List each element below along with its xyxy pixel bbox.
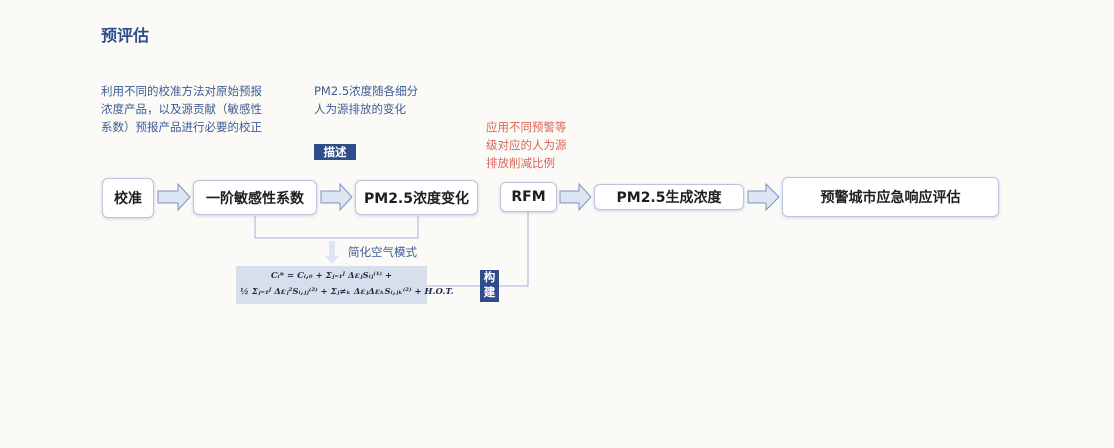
arrow-right-icon bbox=[747, 182, 780, 212]
note-line: 浓度产品，以及源贡献（敏感性 bbox=[101, 102, 262, 116]
note-line: 人为源排放的变化 bbox=[314, 102, 406, 116]
bracket-connector bbox=[254, 216, 419, 239]
note-line: PM2.5浓度随各细分 bbox=[314, 84, 419, 98]
rfm-step: RFM bbox=[500, 182, 557, 212]
formula-line: ½ Σⱼ₌₁ᴶ Δεⱼ²Sᵢ,ⱼⱼ⁽²⁾ + Σⱼ≠ₖ ΔεⱼΔεₖSᵢ,ⱼₖ⁽… bbox=[240, 287, 454, 297]
note-line: 系数）预报产品进行必要的校正 bbox=[101, 120, 262, 134]
pm-generated-step: PM2.5生成浓度 bbox=[594, 184, 744, 210]
pm-change-step: PM2.5浓度变化 bbox=[355, 180, 478, 215]
simplify-model-label: 简化空气模式 bbox=[348, 245, 417, 259]
arrow-down-icon bbox=[325, 241, 339, 264]
page-title: 预评估 bbox=[101, 26, 150, 45]
calibration-description: 利用不同的校准方法对原始预报 浓度产品，以及源贡献（敏感性 系数）预报产品进行必… bbox=[101, 82, 281, 136]
note-line: 利用不同的校准方法对原始预报 bbox=[101, 84, 262, 98]
pm-change-description: PM2.5浓度随各细分 人为源排放的变化 bbox=[314, 82, 434, 118]
sensitivity-formula: Cᵢ* = Cᵢ,₀ + Σⱼ₌₁ᴶ ΔεⱼSᵢⱼ⁽¹⁾ + ½ Σⱼ₌₁ᴶ Δ… bbox=[236, 266, 454, 304]
note-line: 应用不同预警等 bbox=[486, 120, 567, 134]
arrow-right-icon bbox=[157, 182, 191, 212]
arrow-right-icon bbox=[559, 182, 592, 212]
build-connector bbox=[427, 212, 529, 287]
build-tag: 构建 bbox=[480, 270, 499, 302]
describe-tag: 描述 bbox=[314, 144, 356, 160]
emergency-evaluation-step: 预警城市应急响应评估 bbox=[782, 177, 999, 217]
note-line: 级对应的人为源 bbox=[486, 138, 567, 152]
calibrate-step: 校准 bbox=[102, 178, 154, 218]
note-line: 排放削减比例 bbox=[486, 156, 555, 170]
reduction-ratio-description: 应用不同预警等 级对应的人为源 排放削减比例 bbox=[486, 118, 586, 172]
formula-line: Cᵢ* = Cᵢ,₀ + Σⱼ₌₁ᴶ ΔεⱼSᵢⱼ⁽¹⁾ + bbox=[270, 271, 393, 281]
sensitivity-coefficient-step: 一阶敏感性系数 bbox=[193, 180, 317, 215]
arrow-right-icon bbox=[320, 182, 353, 212]
